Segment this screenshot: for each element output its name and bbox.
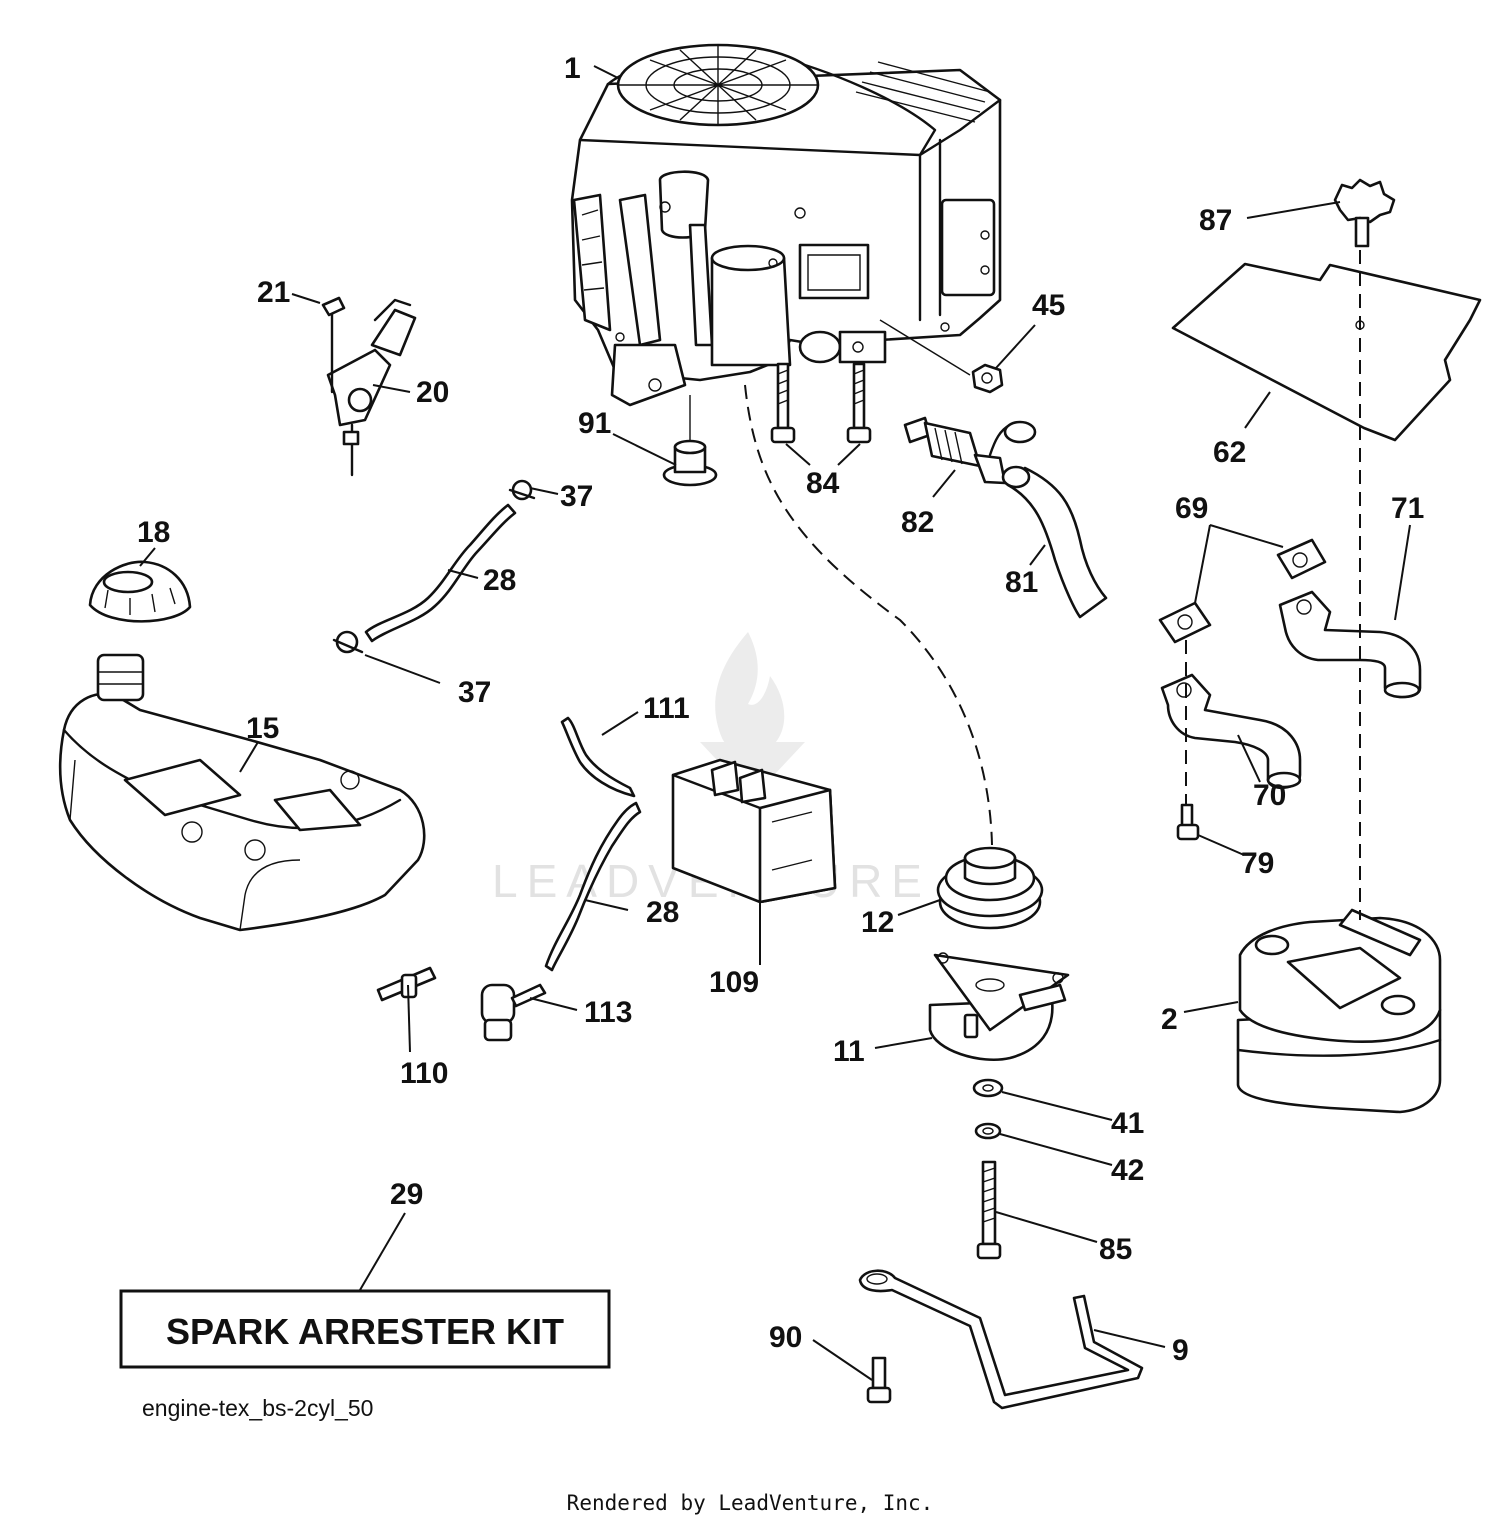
callout-45: 45 (1032, 289, 1065, 322)
part-fuel-line-28-upper[interactable] (364, 503, 517, 643)
callout-11: 11 (833, 1035, 865, 1068)
part-valve-113[interactable] (480, 983, 547, 1042)
callout-110: 110 (400, 1057, 448, 1090)
callout-15: 15 (246, 712, 279, 745)
callout-42: 42 (1111, 1154, 1144, 1187)
part-bolts-84[interactable] (770, 362, 872, 444)
render-credit: Rendered by LeadVenture, Inc. (567, 1491, 934, 1515)
part-bolt-85[interactable] (976, 1160, 1002, 1260)
callout-81: 81 (1005, 566, 1038, 599)
callout-113: 113 (584, 996, 632, 1029)
part-screw-79[interactable] (1176, 803, 1200, 841)
callout-28-lower: 28 (646, 896, 679, 929)
part-oil-filter-82[interactable] (903, 416, 1037, 485)
part-bolt-90[interactable] (866, 1356, 892, 1404)
part-hose-81[interactable] (1001, 465, 1108, 619)
part-clamp-37-top[interactable] (508, 479, 536, 501)
part-washer-41[interactable] (972, 1078, 1004, 1098)
callout-91: 91 (578, 407, 611, 440)
callout-79: 79 (1241, 847, 1274, 880)
spark-arrester-kit-box[interactable]: SPARK ARRESTER KIT (119, 1289, 611, 1369)
part-pulley-12[interactable] (936, 846, 1044, 930)
callout-9: 9 (1172, 1334, 1189, 1367)
part-bushing-91[interactable] (662, 439, 718, 487)
diagram-code: engine-tex_bs-2cyl_50 (142, 1395, 373, 1421)
callout-70: 70 (1253, 779, 1286, 812)
callout-20: 20 (416, 376, 449, 409)
part-fuel-cap-18[interactable] (88, 560, 192, 623)
part-nut-45[interactable] (971, 363, 1004, 394)
part-heat-shield-62[interactable] (1171, 262, 1482, 442)
part-fuel-tank-15[interactable] (58, 653, 426, 932)
spark-arrester-kit-label: SPARK ARRESTER KIT (166, 1311, 564, 1352)
part-washer-42[interactable] (974, 1122, 1002, 1140)
callout-62: 62 (1213, 436, 1246, 469)
part-exhaust-pipe-71[interactable] (1278, 590, 1422, 699)
callout-69: 69 (1175, 492, 1208, 525)
callout-71: 71 (1391, 492, 1424, 525)
callout-37-bottom: 37 (458, 676, 491, 709)
part-gasket-69-right[interactable] (1276, 538, 1327, 580)
part-exhaust-pipe-70[interactable] (1160, 673, 1302, 789)
callout-2: 2 (1161, 1003, 1178, 1036)
callout-37-top: 37 (560, 480, 593, 513)
part-fuel-line-28-lower[interactable] (544, 801, 642, 972)
callout-labels: 1 21 20 91 84 45 82 81 37 28 37 18 15 11… (137, 52, 1424, 1367)
callout-87: 87 (1199, 204, 1232, 237)
part-bracket-9[interactable] (858, 1269, 1144, 1410)
part-muffler-2[interactable] (1236, 908, 1442, 1114)
part-engine[interactable] (570, 43, 1002, 407)
part-clutch-11[interactable] (928, 952, 1070, 1061)
part-screw-21[interactable] (321, 296, 346, 394)
part-throttle-control[interactable] (326, 298, 417, 477)
callout-29: 29 (390, 1178, 423, 1211)
part-hose-111[interactable] (560, 716, 636, 798)
callout-82: 82 (901, 506, 934, 539)
callout-21: 21 (257, 276, 290, 309)
callout-84: 84 (806, 467, 840, 500)
callout-12: 12 (861, 906, 894, 939)
callout-85: 85 (1099, 1233, 1132, 1266)
part-canister-109[interactable] (671, 758, 837, 904)
callout-28-upper: 28 (483, 564, 516, 597)
callout-90: 90 (769, 1321, 802, 1354)
callout-1: 1 (564, 52, 581, 85)
callout-109: 109 (709, 966, 759, 999)
part-gasket-69-left[interactable] (1158, 601, 1212, 644)
part-knob-87[interactable] (1333, 178, 1396, 248)
leader-lines (139, 65, 1411, 1381)
part-clamp-37-bottom[interactable] (332, 630, 364, 654)
callout-111: 111 (643, 692, 690, 725)
dashed-alignment-lines (744, 250, 1361, 920)
part-connector-110[interactable] (376, 966, 437, 1002)
callout-18: 18 (137, 516, 170, 549)
callout-41: 41 (1111, 1107, 1144, 1140)
